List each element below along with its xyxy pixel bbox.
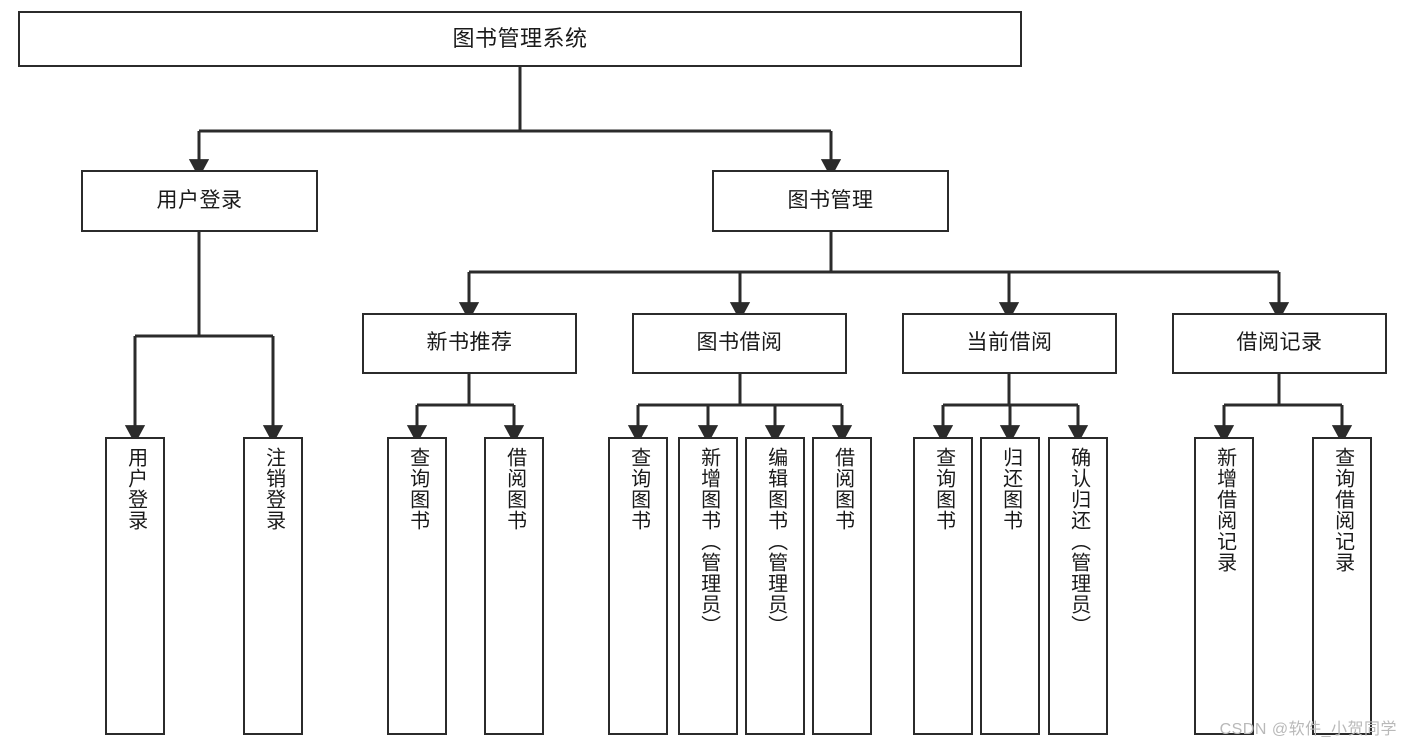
- node-leaf-logout[interactable]: 注销登录: [243, 437, 303, 735]
- node-root-label: 图书管理系统: [452, 26, 588, 52]
- node-leaf-query-book-1[interactable]: 查询图书: [387, 437, 447, 735]
- node-user-login[interactable]: 用户登录: [81, 170, 318, 232]
- node-user-login-label: 用户登录: [156, 188, 243, 212]
- node-leaf-query-book-3-label: 查询图书: [932, 447, 955, 531]
- node-leaf-user-login-label: 用户登录: [124, 447, 147, 531]
- node-book-borrow-label: 图书借阅: [696, 331, 783, 355]
- node-leaf-logout-label: 注销登录: [262, 447, 285, 531]
- node-book-manage[interactable]: 图书管理: [712, 170, 949, 232]
- node-new-book-recommend-label: 新书推荐: [426, 331, 513, 355]
- node-leaf-user-login[interactable]: 用户登录: [105, 437, 165, 735]
- node-leaf-confirm-return-label: 确认归还（管理员）: [1067, 447, 1090, 636]
- csdn-watermark: CSDN @软件_小贺同学: [1219, 721, 1397, 738]
- node-current-borrow[interactable]: 当前借阅: [902, 313, 1117, 374]
- node-leaf-add-record-label: 新增借阅记录: [1213, 447, 1236, 573]
- node-current-borrow-label: 当前借阅: [966, 331, 1053, 355]
- node-new-book-recommend[interactable]: 新书推荐: [362, 313, 577, 374]
- node-leaf-edit-book-label: 编辑图书（管理员）: [764, 447, 787, 636]
- node-leaf-query-book-2-label: 查询图书: [627, 447, 650, 531]
- node-leaf-confirm-return[interactable]: 确认归还（管理员）: [1048, 437, 1108, 735]
- node-leaf-return-book[interactable]: 归还图书: [980, 437, 1040, 735]
- node-book-borrow[interactable]: 图书借阅: [632, 313, 847, 374]
- node-root[interactable]: 图书管理系统: [18, 11, 1022, 67]
- node-borrow-record[interactable]: 借阅记录: [1172, 313, 1387, 374]
- node-leaf-query-record-label: 查询借阅记录: [1331, 447, 1354, 573]
- node-leaf-borrow-book-1-label: 借阅图书: [503, 447, 526, 531]
- node-leaf-edit-book[interactable]: 编辑图书（管理员）: [745, 437, 805, 735]
- node-leaf-borrow-book-1[interactable]: 借阅图书: [484, 437, 544, 735]
- node-leaf-add-book-label: 新增图书（管理员）: [697, 447, 720, 636]
- node-leaf-query-book-3[interactable]: 查询图书: [913, 437, 973, 735]
- node-leaf-query-book-2[interactable]: 查询图书: [608, 437, 668, 735]
- node-leaf-return-book-label: 归还图书: [999, 447, 1022, 531]
- node-leaf-query-book-1-label: 查询图书: [406, 447, 429, 531]
- node-leaf-query-record[interactable]: 查询借阅记录: [1312, 437, 1372, 735]
- node-book-manage-label: 图书管理: [787, 188, 874, 212]
- node-leaf-borrow-book-2-label: 借阅图书: [831, 447, 854, 531]
- node-leaf-add-record[interactable]: 新增借阅记录: [1194, 437, 1254, 735]
- node-leaf-borrow-book-2[interactable]: 借阅图书: [812, 437, 872, 735]
- node-leaf-add-book[interactable]: 新增图书（管理员）: [678, 437, 738, 735]
- node-borrow-record-label: 借阅记录: [1236, 331, 1323, 355]
